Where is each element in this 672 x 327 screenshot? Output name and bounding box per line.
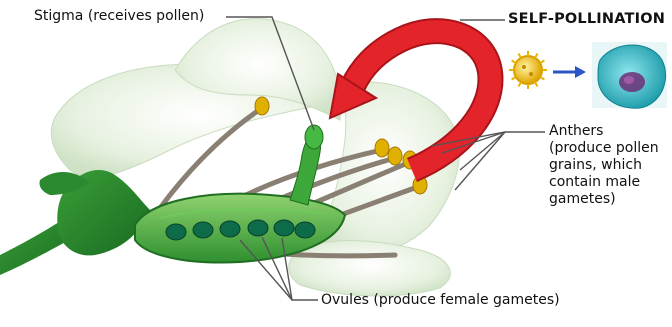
anthers-label-line-2: (produce pollen xyxy=(549,140,672,157)
ovule xyxy=(274,220,294,236)
pollen-spike xyxy=(512,77,516,80)
pollen-spike xyxy=(535,54,538,58)
anthers-label-line-1: Anthers xyxy=(549,123,672,140)
small-blue-arrow-icon xyxy=(553,66,586,78)
pollen-spike xyxy=(535,82,538,86)
anthers-label-line-4: contain male xyxy=(549,174,672,191)
pollen-spike xyxy=(512,61,516,64)
ovule xyxy=(220,221,240,237)
stem-and-sepal xyxy=(0,170,150,275)
pollen-spike xyxy=(540,61,544,64)
ovule xyxy=(193,222,213,238)
ovules-label: Ovules (produce female gametes) xyxy=(321,292,560,309)
egg-cell-icon xyxy=(592,42,667,108)
anther xyxy=(375,139,389,157)
pollen-spike xyxy=(519,82,522,86)
petal-lower xyxy=(289,241,451,296)
ovule xyxy=(248,220,268,236)
ovule xyxy=(166,224,186,240)
anthers-label-line-5: gametes) xyxy=(549,191,672,208)
anther xyxy=(388,147,402,165)
pollen-spike xyxy=(519,54,522,58)
ovule xyxy=(295,222,315,238)
stigma-label: Stigma (receives pollen) xyxy=(34,8,204,25)
anthers-label-line-3: grains, which xyxy=(549,157,672,174)
diagram-title: SELF-POLLINATION xyxy=(508,11,665,28)
anthers-label: Anthers (produce pollen grains, which co… xyxy=(549,123,672,208)
anther xyxy=(255,97,269,115)
pollen-spike xyxy=(540,77,544,80)
pollen-grain-icon xyxy=(509,51,547,89)
